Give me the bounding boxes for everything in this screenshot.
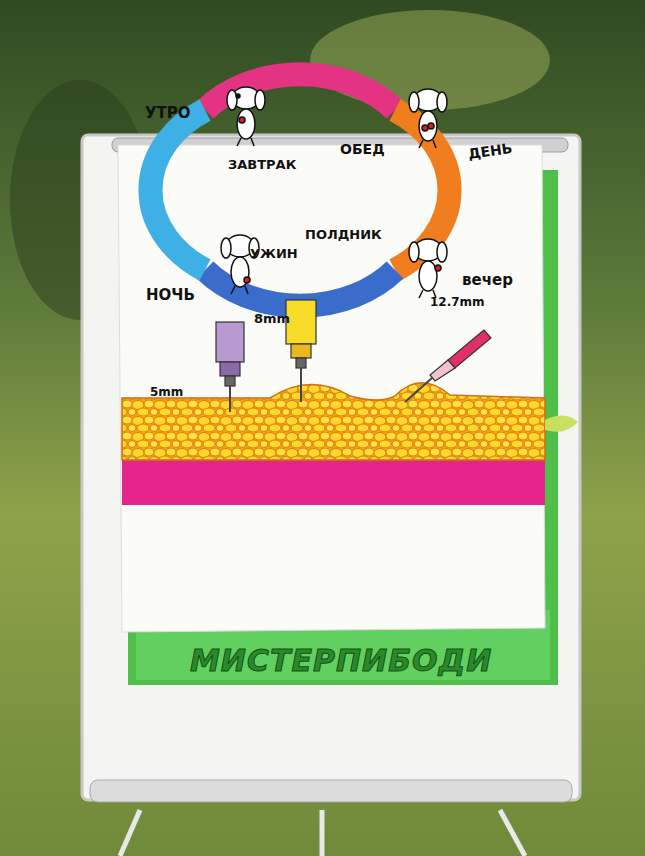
pen-needle-8mm [286,300,316,402]
time-label: ЗАВТРАК [228,158,296,171]
needle-length: 8mm [254,312,290,325]
easel-tray [90,780,572,802]
muscle-layer [122,460,545,505]
time-label: ПОЛДНИК [305,228,382,241]
time-label: ДЕНЬ [467,141,513,161]
pen-needle-5mm [216,322,244,412]
time-label: УЖИН [250,247,298,260]
brand-title: МИСТЕРПИБОДИ [190,646,492,676]
time-label: ОБЕД [340,142,385,156]
needle-length: 5mm [150,386,183,398]
easel-legs [120,810,525,856]
dog-figures [221,87,447,298]
syringe-12-7mm [405,330,491,402]
time-label: НОЧЬ [146,288,195,303]
time-label: УТРО [145,106,191,121]
light-blur [310,10,550,110]
fat-layer [122,383,545,460]
day-cycle-ring [150,74,449,306]
leaf-cutout [545,415,578,431]
paper-sheet [118,145,545,632]
needle-length: 12.7mm [430,296,485,308]
time-label: вечер [462,273,513,288]
